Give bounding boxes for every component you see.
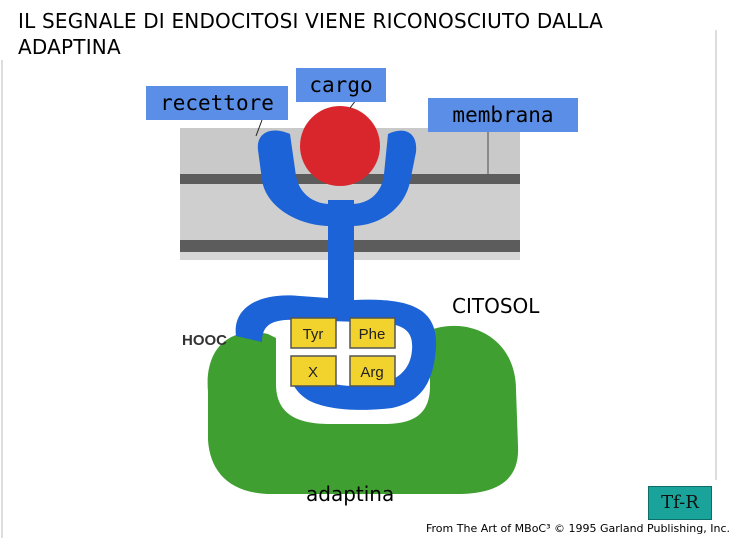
motif-x-label: X [308, 364, 318, 381]
hooc-label: HOOC [182, 332, 227, 349]
figure-credit: From The Art of MBoC³ © 1995 Garland Pub… [426, 522, 730, 535]
recettore-pointer [255, 119, 263, 137]
motif-phe-label: Phe [359, 326, 386, 343]
motif-phe: Phe [349, 317, 396, 349]
motif-arg-label: Arg [360, 364, 383, 381]
receptor-right-arm [352, 130, 417, 226]
motif-tyr: Tyr [290, 317, 337, 349]
receptor-left-arm [257, 130, 330, 226]
slide-title: IL SEGNALE DI ENDOCITOSI VIENE RICONOSCI… [18, 9, 604, 59]
adaptin-shape [207, 325, 519, 494]
membrana-label: membrana [428, 98, 578, 132]
motif-x: X [290, 355, 337, 387]
cargo-label: cargo [296, 68, 386, 102]
cargo-molecule [300, 106, 380, 186]
receptor-stem [328, 200, 354, 292]
motif-tyr-label: Tyr [303, 326, 324, 343]
recettore-label: recettore [146, 86, 288, 120]
tf-r-tag: Tf-R [648, 486, 712, 520]
adaptina-label: adaptina [306, 482, 395, 506]
receptor [235, 130, 437, 410]
receptor-tail [235, 286, 437, 410]
motif-arg: Arg [349, 355, 396, 387]
citosol-label: CITOSOL [452, 294, 540, 318]
